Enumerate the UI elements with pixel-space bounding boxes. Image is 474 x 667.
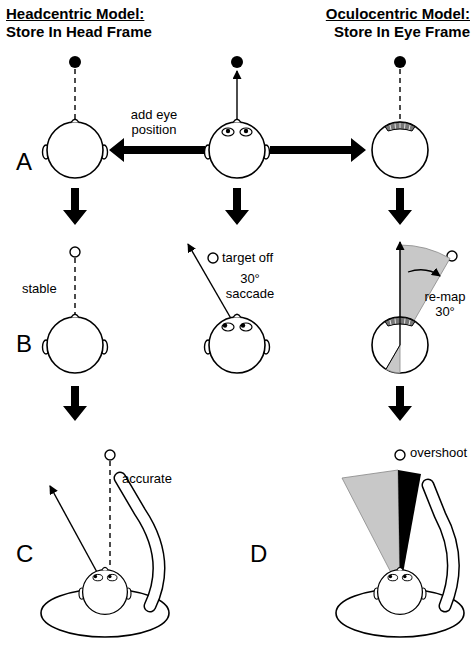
block-arrow — [63, 386, 87, 421]
column-heading: Oculocentric Model: — [300, 5, 470, 22]
gaze-line — [399, 69, 400, 122]
target-off-circle — [70, 247, 80, 257]
body-symbol — [79, 567, 131, 614]
row-letter: D — [250, 540, 274, 568]
block-arrow — [63, 386, 412, 421]
column-heading: Headcentric Model: — [6, 5, 196, 22]
gaze-line — [50, 461, 110, 574]
block-arrow — [225, 188, 249, 225]
target-off-circle — [395, 450, 405, 460]
block-arrow — [388, 386, 412, 421]
target-off-circle — [208, 253, 218, 263]
body-symbol — [336, 485, 464, 637]
gaze-line — [50, 486, 98, 574]
head-symbol — [43, 314, 270, 373]
body-symbol — [374, 567, 426, 614]
body-symbol — [428, 485, 453, 606]
annotation: accurate — [122, 472, 192, 487]
head-symbol — [205, 314, 270, 373]
eyeball-symbol — [386, 345, 400, 369]
block-arrow — [109, 138, 205, 162]
column-heading: Store In Eye Frame — [300, 23, 470, 40]
block-arrow — [63, 138, 412, 225]
gaze-line — [408, 270, 440, 276]
body-symbol — [41, 478, 169, 637]
column-heading: Store In Head Frame — [6, 23, 196, 40]
eyeball-symbol — [372, 122, 428, 178]
gaze-line — [74, 258, 75, 315]
target-off-circle — [105, 450, 115, 460]
head-symbol — [43, 119, 108, 178]
head-symbol — [205, 119, 270, 178]
target-dot — [69, 56, 81, 68]
annotation: add eye position — [118, 108, 190, 138]
target-dot — [69, 56, 406, 68]
head-symbol — [222, 323, 252, 331]
gaze-line — [74, 69, 75, 120]
eyeball-symbol — [386, 345, 400, 373]
annotation: re-map 30° — [418, 290, 472, 320]
head-symbol — [222, 128, 252, 136]
annotation: target off — [222, 251, 302, 266]
row-letter: B — [16, 330, 40, 358]
annotation: stable — [22, 282, 70, 297]
target-dot — [394, 56, 406, 68]
body-symbol — [428, 485, 453, 606]
body-symbol — [79, 567, 131, 614]
block-arrow — [388, 188, 412, 225]
gaze-line — [75, 244, 233, 322]
body-symbol — [374, 567, 426, 614]
gaze-line — [399, 242, 400, 345]
block-arrow — [63, 188, 87, 225]
gaze-line — [109, 461, 110, 568]
body-symbol — [388, 574, 412, 580]
block-arrow — [270, 138, 366, 162]
head-symbol — [43, 314, 108, 373]
target-dot — [231, 56, 243, 68]
row-letter: A — [16, 148, 40, 176]
target-off-circle — [105, 450, 405, 460]
eyeball-symbol — [372, 122, 428, 178]
annotation: 30° saccade — [224, 272, 276, 302]
row-letter: C — [16, 540, 40, 568]
body-symbol — [93, 574, 117, 580]
annotation: overshoot — [410, 446, 474, 461]
